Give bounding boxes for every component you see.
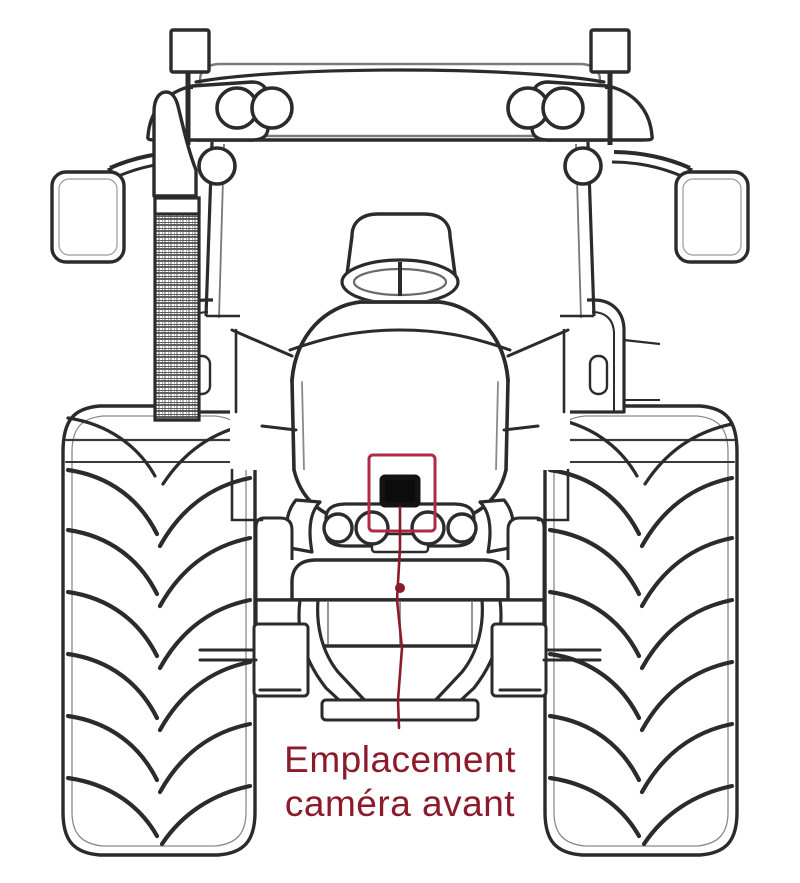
- exhaust-rain-flap: [152, 90, 198, 198]
- camera-lens: [385, 480, 415, 502]
- headlight-outer-right: [446, 512, 478, 544]
- grille-side-wings: [285, 498, 515, 554]
- cab-step-details: [230, 328, 570, 522]
- cab-light-left: [197, 146, 237, 186]
- work-light-2: [250, 86, 294, 130]
- mirror-glass-right: [674, 170, 750, 264]
- beacon-light-right: [589, 28, 631, 145]
- steering-wheel: [340, 258, 460, 306]
- lower-hitch-bar: [320, 698, 480, 722]
- cab-corner-lights: [197, 146, 603, 186]
- cab-light-right: [563, 146, 603, 186]
- front-three-point-linkage: [198, 598, 602, 722]
- fender-light-right: [588, 354, 609, 396]
- beacon-light-left: [169, 28, 211, 145]
- front-camera: [379, 474, 421, 508]
- hood-side-braces: [230, 328, 570, 432]
- tire-tread-right: [547, 416, 735, 847]
- headlight-outer-left: [322, 512, 354, 544]
- leader-anchor-dot: [395, 583, 405, 593]
- headlight-inner-left: [354, 510, 390, 546]
- annotation-line-2: caméra avant: [284, 783, 516, 824]
- mirror-glass-left: [50, 170, 126, 264]
- camera-location-box: [367, 453, 437, 533]
- mirror-right: [611, 150, 750, 264]
- headlight-inner-right: [410, 510, 446, 546]
- camera-highlight-box: [367, 453, 437, 533]
- exhaust-mesh-guard: [153, 196, 201, 422]
- front-axle: [198, 658, 602, 692]
- headlights: [322, 510, 478, 546]
- work-light-4: [541, 86, 585, 130]
- annotation-leader-line: [395, 505, 405, 730]
- beacon-lamp-right: [589, 28, 631, 74]
- exhaust-stack: [152, 90, 201, 422]
- annotation-line-1: Emplacement: [284, 739, 516, 780]
- beacon-lamp-left: [169, 28, 211, 74]
- roof-work-lights: [215, 86, 585, 130]
